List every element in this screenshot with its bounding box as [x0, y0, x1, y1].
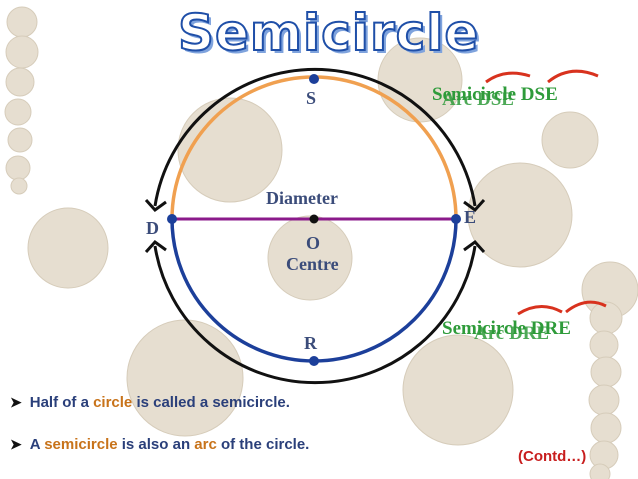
upper-semicircle-label: Semicircle DSE	[432, 84, 558, 105]
diameter-label: Diameter	[266, 188, 338, 208]
page-title: Semicircle	[177, 3, 480, 63]
upper-direction-arc	[153, 67, 477, 207]
lower-right-arrowhead	[463, 239, 486, 254]
lower-semicircle-label: Semicircle DRE	[442, 318, 571, 339]
arrow-bullet-icon: ➤	[10, 394, 22, 410]
bullet-2-text-b: is also an	[117, 436, 195, 453]
upper-arc-label: Arc DSE	[442, 89, 514, 110]
point-r-label: R	[304, 333, 317, 353]
centre-point-label: O	[306, 233, 321, 253]
bullet-2-text-c: of the circle.	[216, 436, 310, 453]
bullet-2-highlight-a: semicircle	[44, 436, 118, 453]
point-s-label: S	[306, 88, 317, 108]
bullet-1-text-a: Half of a	[29, 394, 94, 411]
arc-notation-marks	[485, 69, 607, 316]
centre-dot	[309, 214, 319, 224]
point-d-dot	[167, 214, 177, 224]
point-s-dot	[309, 74, 319, 84]
arrow-bullet-icon: ➤	[10, 436, 22, 452]
point-e-dot	[451, 214, 461, 224]
upper-left-arrowhead	[144, 198, 167, 213]
bullet-2: ➤ A semicircle is also an arc of the circ…	[10, 436, 309, 453]
bullet-2-highlight-b: arc	[194, 436, 217, 453]
continued-label: (Contd…)	[518, 448, 587, 465]
lower-direction-arc	[153, 245, 477, 385]
point-d-label: D	[146, 218, 159, 238]
bullet-1-highlight: circle	[93, 394, 133, 411]
lower-left-arrowhead	[144, 239, 167, 254]
bullet-1: ➤ Half of a circle is called a semicircle…	[10, 394, 290, 411]
bubble-decoration	[4, 6, 638, 479]
point-e-label: E	[464, 207, 477, 227]
centre-label: Centre	[286, 254, 339, 274]
direction-arrows	[144, 67, 486, 385]
lower-arc-label: Arc DRE	[474, 323, 550, 344]
bullet-1-text-b: is called a semicircle.	[132, 394, 290, 411]
upper-right-arrowhead	[463, 198, 486, 213]
point-r-dot	[309, 356, 319, 366]
bullet-2-text-a: A	[29, 436, 45, 453]
